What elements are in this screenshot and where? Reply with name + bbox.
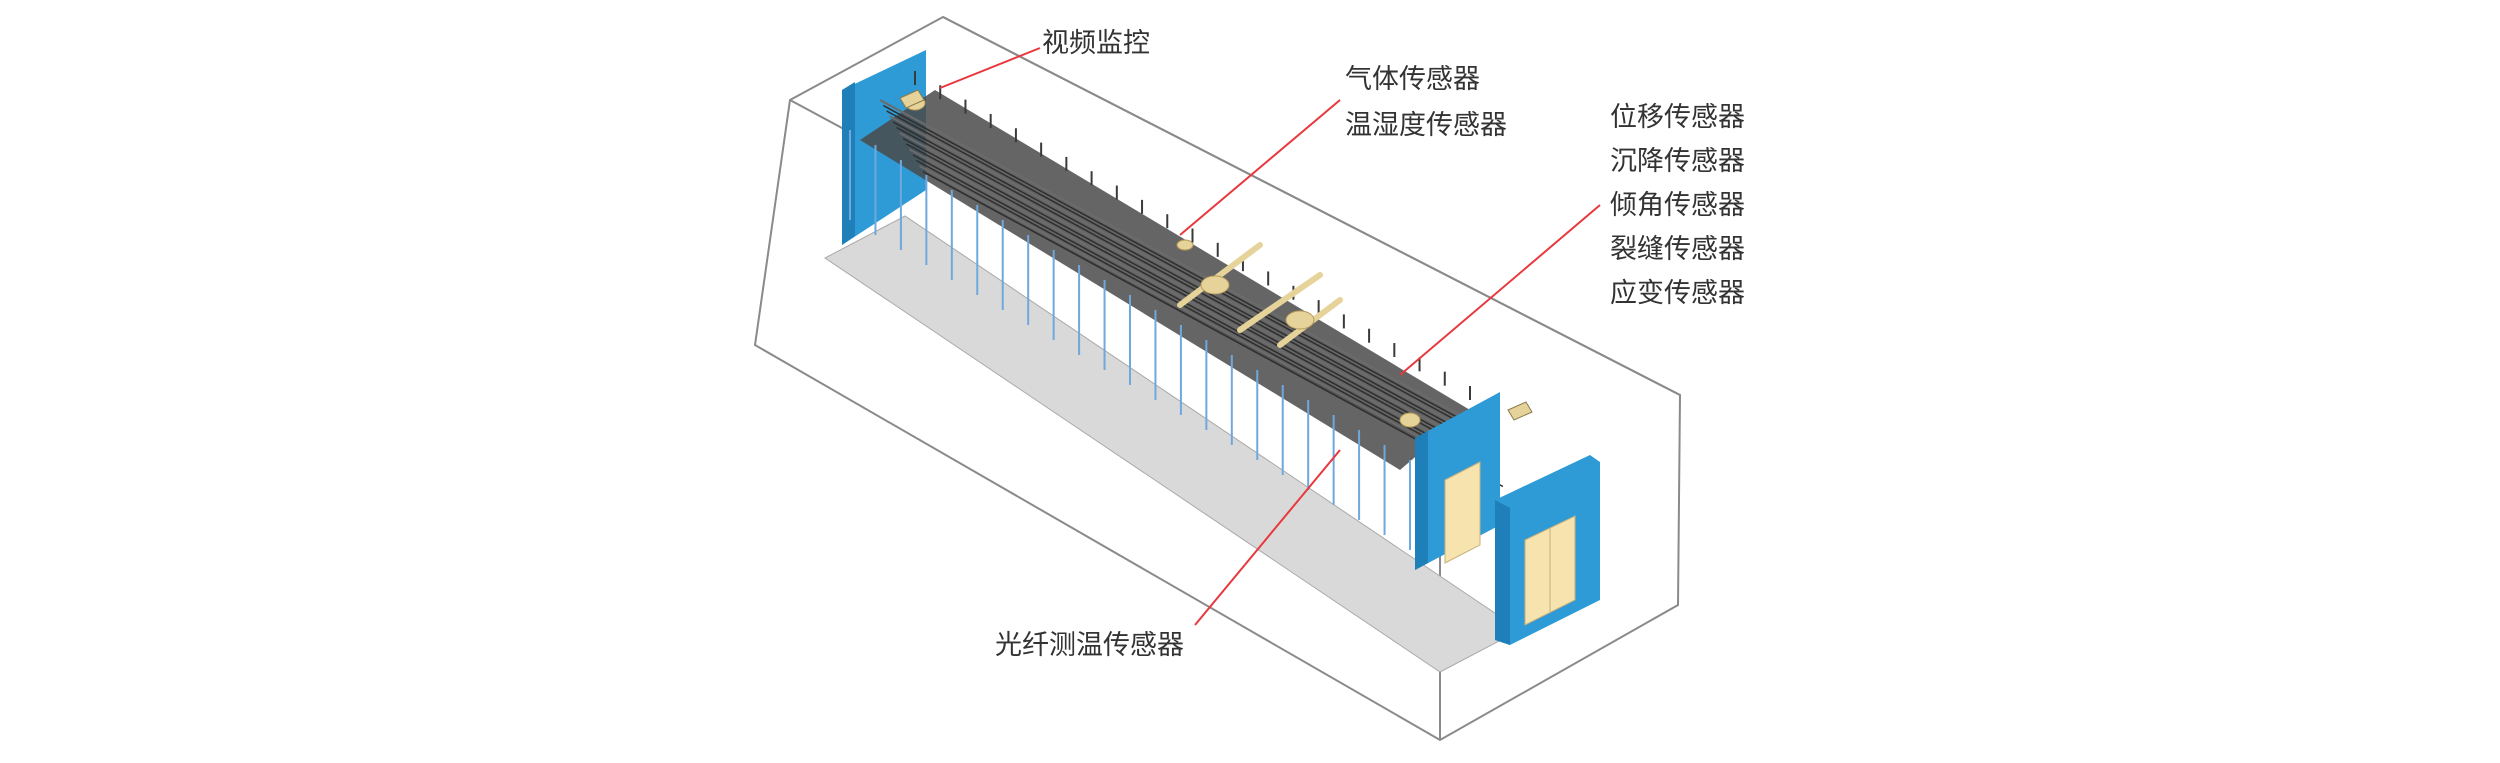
cable-tier	[909, 148, 1491, 466]
video-camera-icon	[899, 89, 1533, 421]
cable-tier	[892, 121, 1474, 438]
leader-lines	[939, 47, 1601, 626]
structural-sensor-group-labels: 位移传感器 沉降传感器 倾角传感器 裂缝传感器 应变传感器	[1610, 96, 1745, 316]
crack-sensor-label: 裂缝传感器	[1610, 234, 1745, 265]
cable-tier	[889, 115, 1471, 433]
cable-tier	[882, 104, 1464, 422]
leader-line-gas-humidity	[1179, 99, 1341, 236]
leader-line-video	[939, 47, 1041, 89]
cable-tier	[922, 170, 1504, 488]
leader-line-fiber	[1194, 449, 1341, 626]
settlement-sensor-label: 沉降传感器	[1610, 146, 1745, 177]
inclination-sensor-label: 倾角传感器	[1610, 190, 1745, 221]
strain-sensor-label: 应变传感器	[1610, 278, 1745, 309]
displacement-sensor-label: 位移传感器	[1610, 102, 1745, 133]
right-end-wall	[1415, 392, 1500, 570]
cable-tier	[906, 143, 1487, 460]
cable-tier	[879, 99, 1461, 416]
video-monitoring-label: 视频监控	[1042, 28, 1150, 59]
cable-tier	[899, 132, 1481, 449]
cable-tier	[915, 159, 1497, 477]
cable-tier	[896, 126, 1477, 444]
entrance-block	[1495, 455, 1600, 645]
rack-support-posts	[849, 71, 1471, 550]
cable-rack-structure	[879, 99, 1504, 488]
cable-tier	[886, 110, 1467, 427]
cable-tier	[912, 154, 1494, 471]
temp-humidity-sensor-label: 温湿度传感器	[1345, 110, 1507, 141]
gas-sensor-label: 气体传感器	[1345, 64, 1480, 95]
cable-tier	[919, 165, 1501, 482]
fiber-temperature-sensor-label: 光纤测温传感器	[995, 630, 1184, 661]
leader-line-sensor-group	[1399, 204, 1601, 376]
